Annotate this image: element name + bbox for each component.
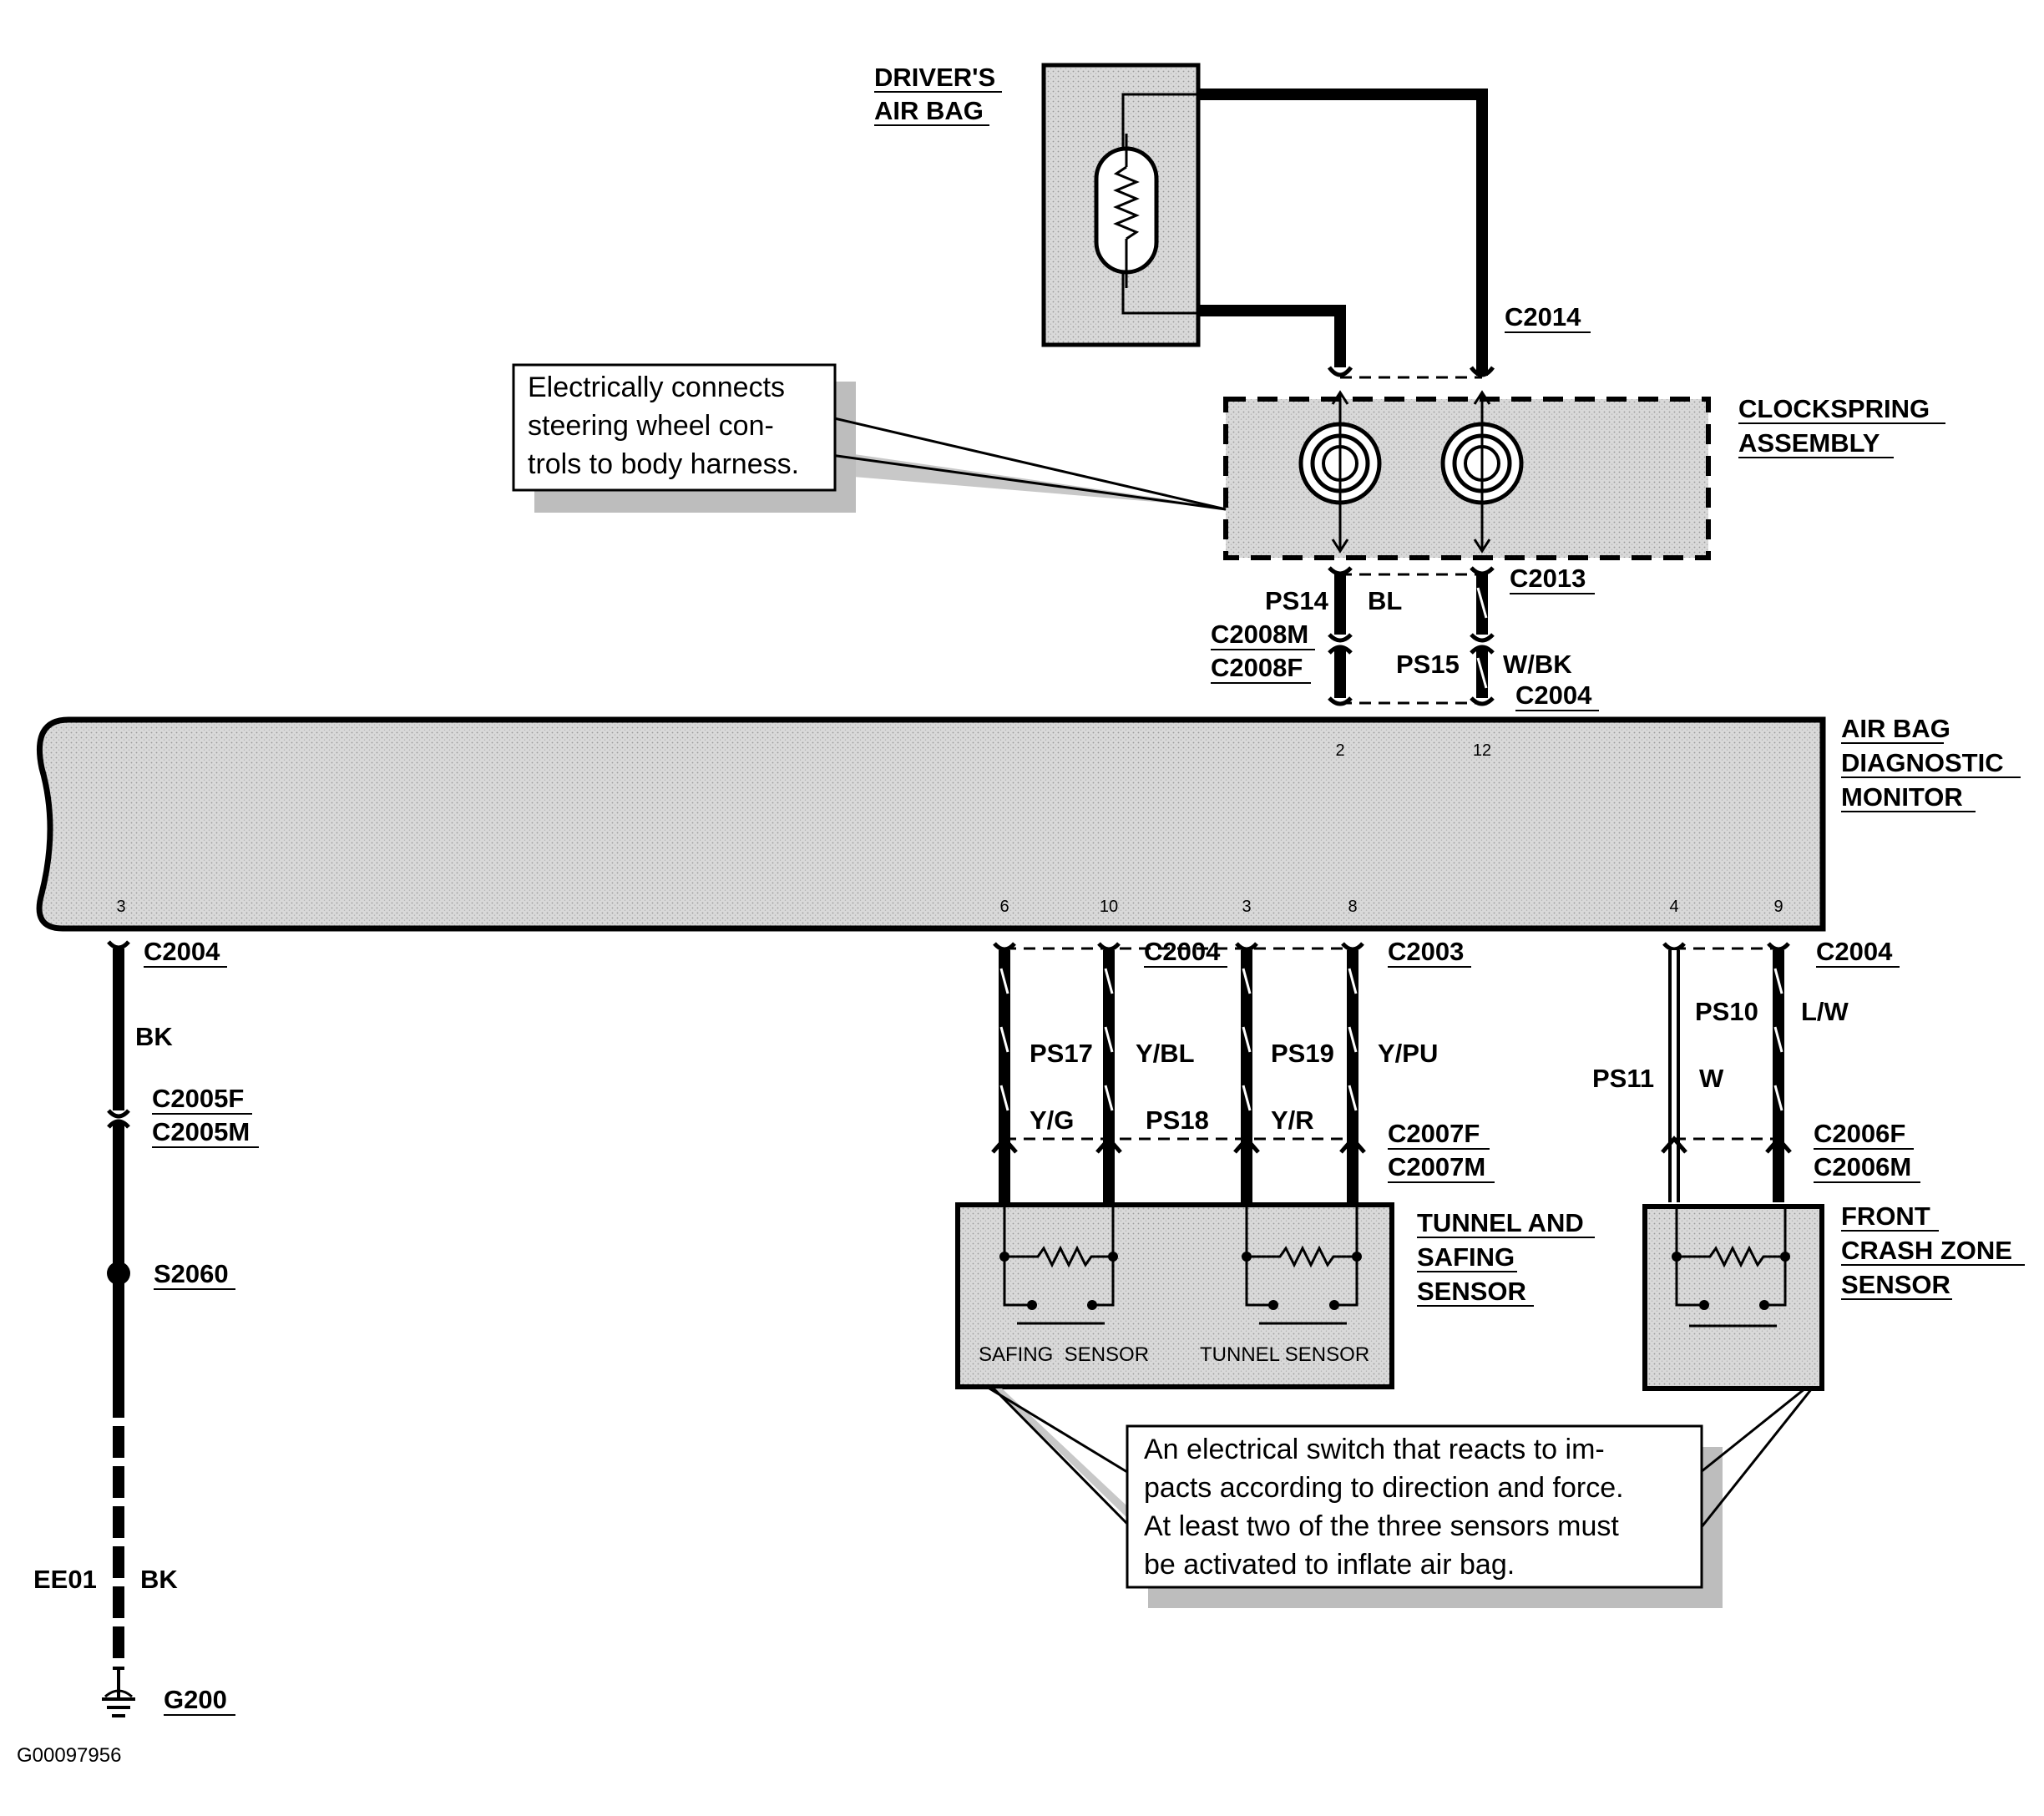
ps15-label: PS15 [1396,650,1460,679]
pin-9: 9 [1773,898,1783,916]
c2006f-label: C2006F [1814,1119,1905,1148]
w-label: W [1699,1064,1724,1093]
yg-label: Y/G [1030,1105,1074,1135]
pin-12: 12 [1473,741,1491,760]
monitor-label-1: AIR BAG [1841,714,1950,743]
sensor-note-line-1: An electrical switch that reacts to im- [1144,1434,1605,1465]
wbk-label: W/BK [1503,650,1572,679]
drivers-air-bag: DRIVER'S AIR BAG [874,63,1201,347]
safing-sensor-label: SAFING SENSOR [979,1343,1149,1366]
clockspring-note: Electrically connects steering wheel con… [512,363,1227,513]
c2006m-label: C2006M [1814,1152,1911,1181]
bl-label: BL [1368,586,1402,615]
pin-8: 8 [1348,898,1357,916]
g200-label: G200 [164,1685,227,1714]
monitor-label-3: MONITOR [1841,782,1963,812]
drivers-air-bag-label-2: AIR BAG [874,96,984,125]
pin-3-left: 3 [116,898,125,916]
c2004-mid-label: C2004 [1144,937,1221,966]
tunnel-safing-label-2: SAFING [1417,1242,1515,1272]
ps11-label: PS11 [1592,1064,1654,1093]
tunnel-safing-label-3: SENSOR [1417,1277,1526,1306]
tunnel-safing-wiring: C2004 C2003 PS17 Y/BL PS19 Y/PU Y/G PS18… [991,937,1495,1202]
front-crash-label-2: CRASH ZONE [1841,1236,2012,1265]
c2014-label: C2014 [1505,302,1581,331]
bk-label-1: BK [135,1022,173,1051]
figure-id: G00097956 [17,1744,121,1767]
tunnel-sensor-label: TUNNEL SENSOR [1200,1343,1369,1366]
sensor-note: An electrical switch that reacts to im- … [989,1387,1814,1608]
sensor-note-line-2: pacts according to direction and force. [1144,1472,1624,1504]
ps17-label: PS17 [1030,1039,1093,1068]
s2060-label: S2060 [154,1259,229,1288]
front-crash-label-1: FRONT [1841,1201,1930,1231]
clockspring-note-line-1: Electrically connects [528,372,785,403]
c2005m-label: C2005M [152,1117,250,1146]
sensor-note-line-3: At least two of the three sensors must [1144,1510,1619,1542]
pin-3: 3 [1242,898,1251,916]
monitor-label-2: DIAGNOSTIC [1841,748,2004,777]
clockspring-label-2: ASSEMBLY [1738,428,1880,458]
air-bag-diagnostic-monitor: AIR BAG DIAGNOSTIC MONITOR 2 12 3 6 10 3… [36,714,2021,932]
tunnel-safing-sensor: SAFING SENSOR TUNNEL SENSOR TUNNEL AND S… [955,1202,1595,1389]
c2005f-label: C2005F [152,1084,244,1113]
c2008f-label: C2008F [1211,653,1303,682]
air-bag-wires: C2014 [1198,89,1591,379]
clockspring-assembly: CLOCKSPRING ASSEMBLY [1223,390,1945,560]
c2003-label: C2003 [1388,937,1464,966]
bk-label-2: BK [140,1565,178,1594]
c2004-left-label: C2004 [144,937,220,966]
ps18-label: PS18 [1146,1105,1209,1135]
ps14-label: PS14 [1265,586,1329,615]
c2007f-label: C2007F [1388,1119,1480,1148]
front-crash-zone-sensor: FRONT CRASH ZONE SENSOR [1642,1201,2025,1391]
pin-10: 10 [1100,898,1118,916]
ypu-label: Y/PU [1378,1039,1438,1068]
ground-circuit: C2004 BK C2005F C2005M S2060 EE01 BK G20… [17,937,259,1767]
clockspring-note-line-2: steering wheel con- [528,410,774,442]
ee01-label: EE01 [33,1565,97,1594]
ps19-label: PS19 [1271,1039,1334,1068]
c2007m-label: C2007M [1388,1152,1485,1181]
drivers-air-bag-label-1: DRIVER'S [874,63,995,92]
c2004-top-label: C2004 [1515,680,1592,710]
front-crash-label-3: SENSOR [1841,1270,1950,1299]
clockspring-label-1: CLOCKSPRING [1738,394,1930,423]
ybl-label: Y/BL [1136,1039,1195,1068]
front-crash-wiring: C2004 PS10 L/W PS11 W C2006F C2006M [1592,937,1920,1202]
sensor-note-line-4: be activated to inflate air bag. [1144,1549,1515,1581]
pin-2: 2 [1335,741,1344,760]
ps10-label: PS10 [1695,997,1758,1026]
pin-4: 4 [1669,898,1678,916]
clockspring-to-monitor-wires: PS14 BL C2013 C2008M C2008F PS15 W/BK C2… [1211,564,1599,711]
tunnel-safing-label-1: TUNNEL AND [1417,1208,1584,1237]
c2008m-label: C2008M [1211,620,1308,649]
clockspring-note-line-3: trols to body harness. [528,448,799,480]
lw-label: L/W [1801,997,1849,1026]
c2004-right-label: C2004 [1816,937,1893,966]
c2013-label: C2013 [1510,564,1586,593]
yr-label: Y/R [1271,1105,1314,1135]
pin-6: 6 [999,898,1009,916]
